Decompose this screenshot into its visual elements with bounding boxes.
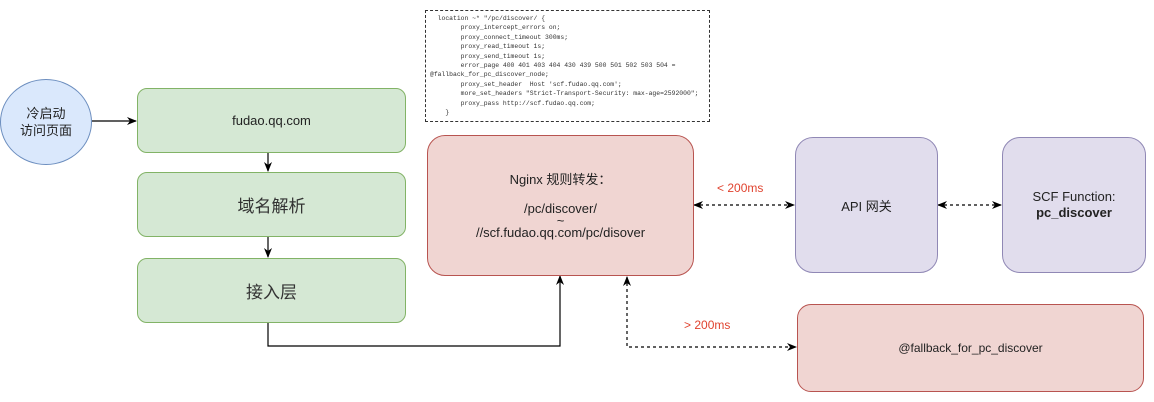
dns-node[interactable]: 域名解析 <box>137 172 406 237</box>
nginx-config-line: proxy_connect_timeout 300ms; <box>430 33 569 41</box>
nginx-config-line: proxy_intercept_errors on; <box>430 24 561 32</box>
access-layer-label: 接入层 <box>246 283 297 302</box>
nginx-config-line: } <box>430 109 450 117</box>
nginx-node[interactable]: Nginx 规则转发： /pc/discover/ ~ //scf.fudao.… <box>427 135 694 276</box>
fallback-label: @fallback_for_pc_discover <box>898 341 1043 355</box>
latency-slow-label: > 200ms <box>684 318 731 332</box>
edge-access-to-nginx <box>267 275 564 347</box>
scf-function-node[interactable]: SCF Function: pc_discover <box>1002 137 1146 273</box>
nginx-config-line: proxy_send_timeout 1s; <box>430 52 546 60</box>
dns-label: 域名解析 <box>237 197 306 216</box>
nginx-route-from: /pc/discover/ <box>524 200 597 216</box>
domain-node[interactable]: fudao.qq.com <box>137 88 406 153</box>
nginx-route-tilde: ~ <box>556 212 565 228</box>
api-gateway-node[interactable]: API 网关 <box>795 137 938 273</box>
access-layer-node[interactable]: 接入层 <box>137 258 406 323</box>
nginx-config-line: error_page 400 401 403 404 430 439 500 5… <box>430 62 676 70</box>
start-label-line1: 冷启动 <box>26 106 66 121</box>
nginx-title: Nginx 规则转发： <box>509 171 612 187</box>
scf-function-name: pc_discover <box>1036 205 1112 220</box>
nginx-config-line: location ~* "/pc/discover/ { <box>430 15 546 22</box>
start-node[interactable]: 冷启动 访问页面 <box>0 79 92 165</box>
domain-label: fudao.qq.com <box>232 113 311 128</box>
nginx-config-line: proxy_set_header Host 'scf.fudao.qq.com'… <box>430 80 622 88</box>
scf-function-title: SCF Function: <box>1032 189 1116 204</box>
latency-fast-label: < 200ms <box>717 181 764 195</box>
nginx-config-line: proxy_read_timeout 1s; <box>430 43 546 51</box>
fallback-node[interactable]: @fallback_for_pc_discover <box>797 304 1144 392</box>
nginx-config-line: proxy_pass http://scf.fudao.qq.com; <box>430 99 595 107</box>
nginx-config-line: more_set_headers "Strict-Transport-Secur… <box>430 90 699 98</box>
nginx-route-to: //scf.fudao.qq.com/pc/disover <box>475 224 646 240</box>
nginx-config-line: @fallback_for_pc_discover_node; <box>430 71 549 79</box>
edge-nginx-fallback-bidirectional <box>623 276 797 351</box>
start-label-line2: 访问页面 <box>19 123 72 138</box>
nginx-config-block: location ~* "/pc/discover/ { proxy_inter… <box>425 10 710 122</box>
api-gateway-label: API 网关 <box>841 198 892 214</box>
